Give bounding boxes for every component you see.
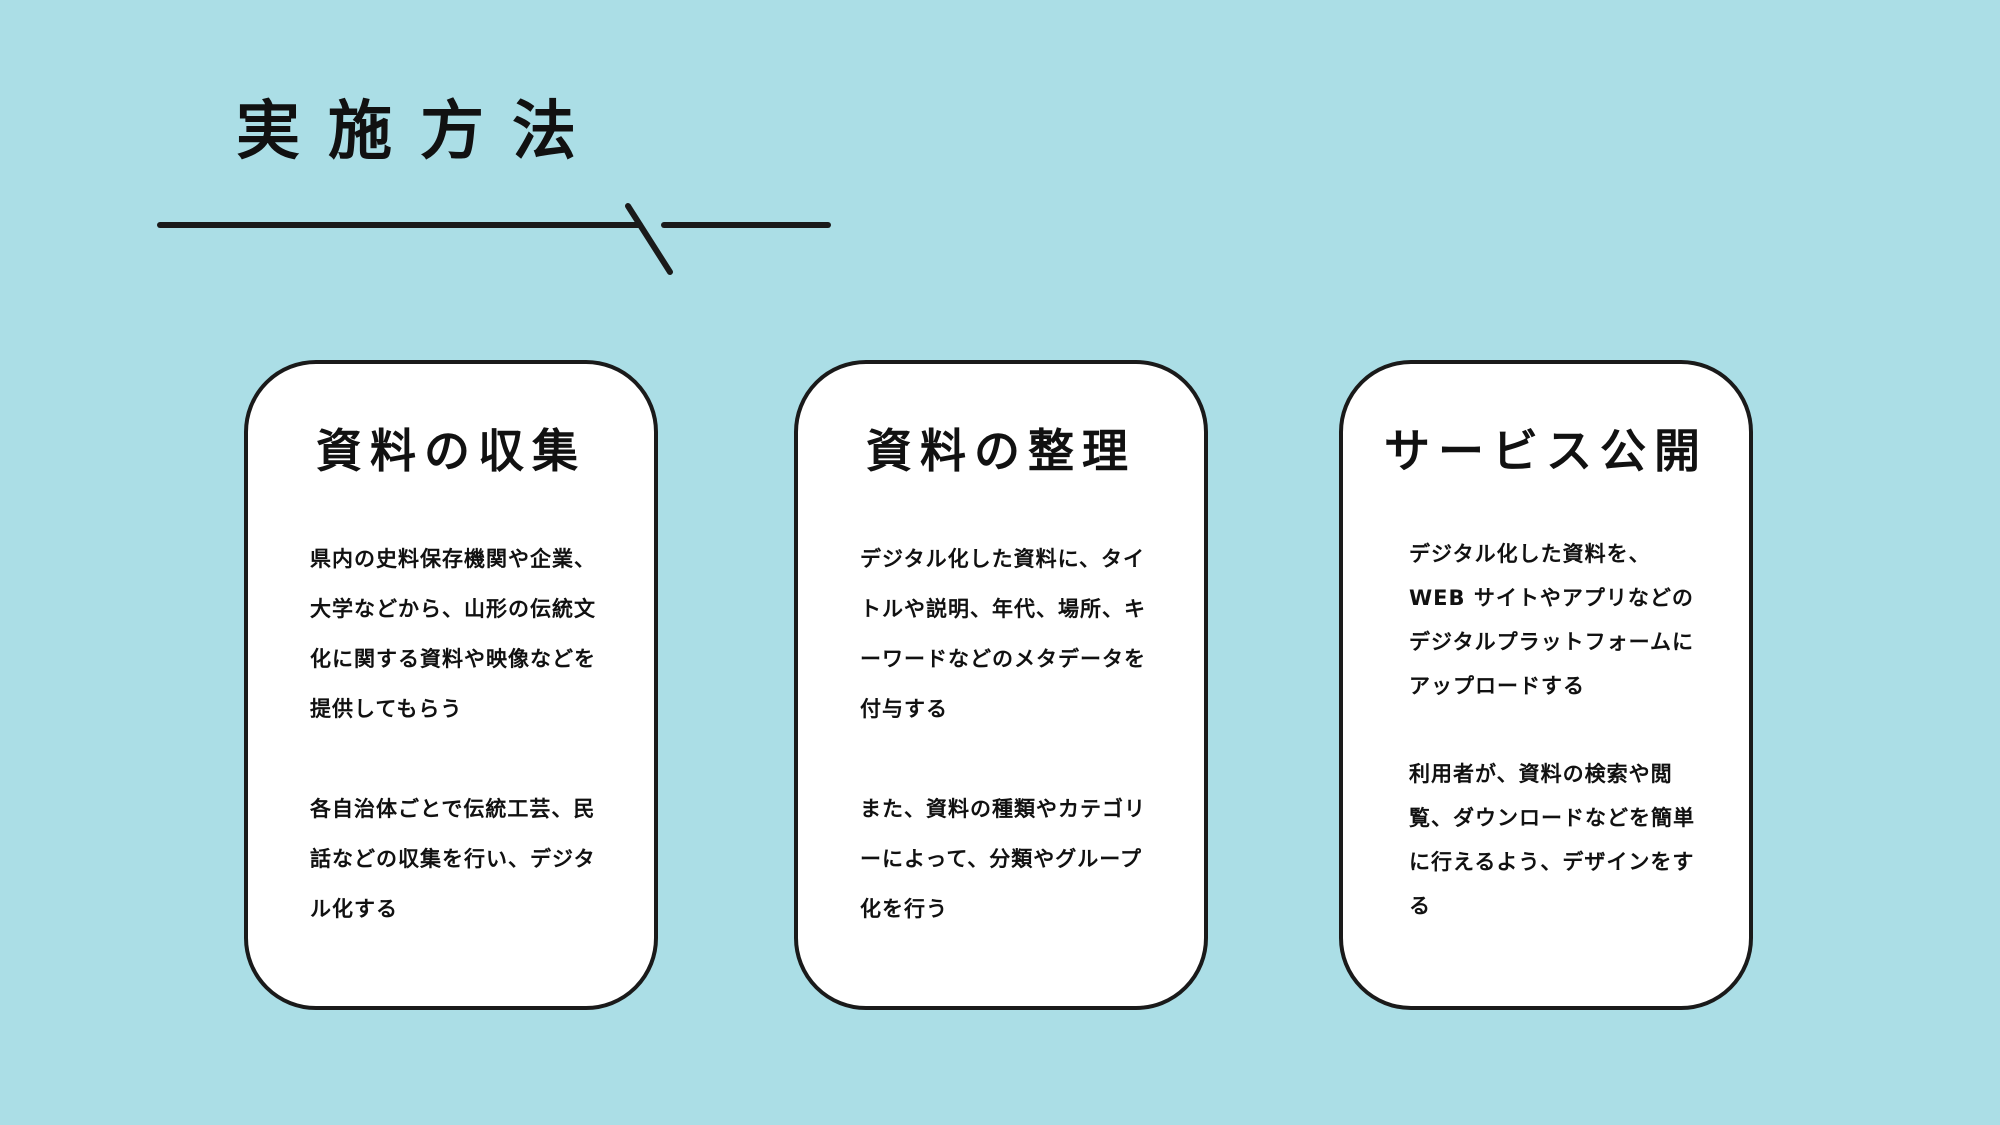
card-paragraph: 県内の史料保存機関や企業、大学などから、山形の伝統文化に関する資料や映像などを提… [310,547,596,721]
card-title: 資料の収集 [316,424,586,478]
card-paragraph: デジタル化した資料を、WEB サイトやアプリなどのデジタルプラットフォームにアッ… [1409,542,1694,698]
card-body: デジタル化した資料に、タイトルや説明、年代、場所、キーワードなどのメタデータを付… [860,534,1160,984]
card-collection: 資料の収集 県内の史料保存機関や企業、大学などから、山形の伝統文化に関する資料や… [244,360,658,1010]
card-service-release: サービス公開 デジタル化した資料を、WEB サイトやアプリなどのデジタルプラット… [1339,360,1753,1010]
card-paragraph: 各自治体ごとで伝統工芸、民話などの収集を行い、デジタル化する [310,797,596,921]
card-body: 県内の史料保存機関や企業、大学などから、山形の伝統文化に関する資料や映像などを提… [310,534,610,984]
page-title: 実施方法 [236,95,604,169]
title-divider [157,203,831,275]
card-paragraph: 利用者が、資料の検索や閲覧、ダウンロードなどを簡単に行えるよう、デザインをする [1409,762,1695,918]
title-divider-slash [625,203,673,275]
card-body: デジタル化した資料を、WEB サイトやアプリなどのデジタルプラットフォームにアッ… [1409,532,1699,972]
card-paragraph: デジタル化した資料に、タイトルや説明、年代、場所、キーワードなどのメタデータを付… [860,547,1146,721]
card-title: 資料の整理 [866,424,1136,478]
card-title: サービス公開 [1384,424,1708,478]
card-organization: 資料の整理 デジタル化した資料に、タイトルや説明、年代、場所、キーワードなどのメ… [794,360,1208,1010]
card-paragraph: また、資料の種類やカテゴリーによって、分類やグループ化を行う [860,797,1146,921]
